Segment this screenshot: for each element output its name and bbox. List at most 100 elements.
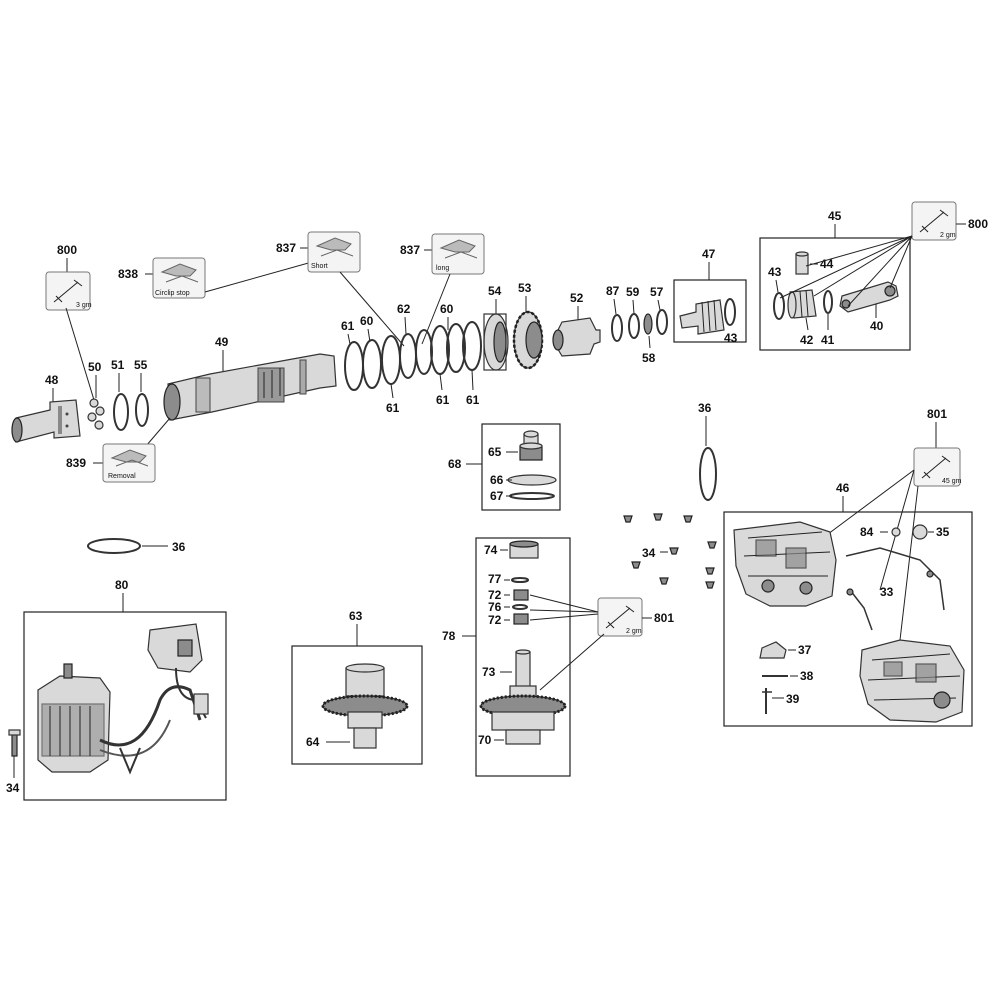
part-58-ring — [643, 313, 653, 335]
part-40-connecting-rod — [839, 281, 899, 313]
callout-61: 61 — [466, 393, 480, 407]
callout-43: 43 — [724, 331, 738, 345]
grease-amount-caption: 3 gm — [76, 302, 92, 309]
callout-63: 63 — [349, 609, 363, 623]
assembly-80-box — [23, 611, 227, 801]
callout-38: 38 — [800, 669, 814, 683]
part-41-ring — [823, 290, 833, 314]
callout-74: 74 — [484, 543, 498, 557]
part-51-ring — [113, 393, 129, 431]
callout-800: 800 — [968, 217, 988, 231]
part-72-bearing — [513, 613, 529, 625]
part-52-spindle — [552, 317, 601, 357]
part-49-barrel — [163, 353, 337, 421]
callout-839: 839 — [66, 456, 86, 470]
callout-35: 35 — [936, 525, 950, 539]
callout-837-long: 837 — [400, 243, 420, 257]
part-84-ball — [891, 527, 901, 537]
assembly-78-box — [475, 537, 571, 777]
part-77-clip — [511, 577, 529, 583]
grease-gun-icon: 45 gm — [913, 447, 962, 487]
part-59-ring — [628, 313, 640, 339]
callout-47: 47 — [702, 247, 716, 261]
callout-66: 66 — [490, 473, 504, 487]
assembly-63-box — [291, 645, 423, 765]
callout-64: 64 — [306, 735, 320, 749]
part-34-screw — [8, 729, 21, 757]
part-36-o-ring — [87, 538, 141, 554]
callout-54: 54 — [488, 284, 502, 298]
callout-76: 76 — [488, 600, 502, 614]
part-65-gear — [519, 430, 543, 461]
callout-84: 84 — [860, 525, 874, 539]
callout-72: 72 — [488, 613, 502, 627]
callout-44: 44 — [820, 257, 834, 271]
callout-36: 36 — [698, 401, 712, 415]
callout-50: 50 — [88, 360, 102, 374]
callout-59: 59 — [626, 285, 640, 299]
callout-73: 73 — [482, 665, 496, 679]
part-63-gear-shaft — [321, 663, 409, 749]
callout-34: 34 — [642, 546, 656, 560]
part-48-sleeve — [11, 399, 81, 443]
callout-37: 37 — [798, 643, 812, 657]
tool-caption-circlip-stop: Circlip stop — [155, 290, 190, 297]
part-76-clip — [512, 604, 528, 610]
assembly-46-box — [723, 511, 973, 727]
part-87-ring — [611, 314, 623, 342]
callout-60: 60 — [440, 302, 454, 316]
callout-67: 67 — [490, 489, 504, 503]
part-73-shaft — [515, 649, 531, 689]
callout-800: 800 — [57, 243, 77, 257]
callout-58: 58 — [642, 351, 656, 365]
callout-55: 55 — [134, 358, 148, 372]
part-39-pin — [762, 688, 772, 714]
grease-gun-icon: 3 gm — [45, 271, 92, 311]
part-53-gear — [512, 310, 544, 370]
part-70-gear — [479, 685, 567, 745]
part-66-washer — [507, 474, 557, 486]
callout-41: 41 — [821, 333, 835, 347]
part-46-gear-housing-upper — [733, 521, 837, 607]
callout-68: 68 — [448, 457, 462, 471]
callout-36: 36 — [172, 540, 186, 554]
assembly-68-box — [481, 423, 561, 511]
assembly-47-box — [673, 279, 747, 343]
tool-caption-removal: Removal — [108, 473, 136, 480]
callout-46: 46 — [836, 481, 850, 495]
part-33-wire — [845, 547, 945, 631]
part-37-switch — [759, 641, 787, 659]
part-43-ring — [773, 292, 785, 320]
part-34-screws — [623, 513, 717, 589]
callout-80: 80 — [115, 578, 129, 592]
grease-gun-icon: 2 gm — [911, 201, 957, 241]
callout-42: 42 — [800, 333, 814, 347]
callout-48: 48 — [45, 373, 59, 387]
grease-gun-icon: 2 gm — [597, 597, 643, 637]
grease-amount-caption: 45 gm — [942, 478, 962, 485]
circlip-pliers-icon: Removal — [102, 443, 156, 483]
part-57-ring — [656, 309, 668, 335]
part-ring-stack-60-61-62 — [344, 321, 482, 391]
callout-61: 61 — [386, 401, 400, 415]
callout-52: 52 — [570, 291, 584, 305]
grease-amount-caption: 2 gm — [940, 232, 956, 239]
callout-801: 801 — [654, 611, 674, 625]
circlip-pliers-icon: Circlip stop — [152, 257, 206, 299]
callout-61: 61 — [436, 393, 450, 407]
callout-43: 43 — [768, 265, 782, 279]
part-50-balls — [87, 398, 105, 430]
callout-53: 53 — [518, 281, 532, 295]
part-42-piston — [787, 289, 817, 319]
part-36-o-ring — [699, 447, 717, 501]
part-46-gear-housing-lower — [859, 639, 965, 723]
part-44-pin — [795, 251, 809, 275]
callout-57: 57 — [650, 285, 664, 299]
callout-39: 39 — [786, 692, 800, 706]
circlip-pliers-icon: Short — [307, 231, 361, 273]
tool-caption-short: Short — [311, 263, 328, 270]
callout-72: 72 — [488, 588, 502, 602]
callout-33: 33 — [880, 585, 894, 599]
callout-65: 65 — [488, 445, 502, 459]
